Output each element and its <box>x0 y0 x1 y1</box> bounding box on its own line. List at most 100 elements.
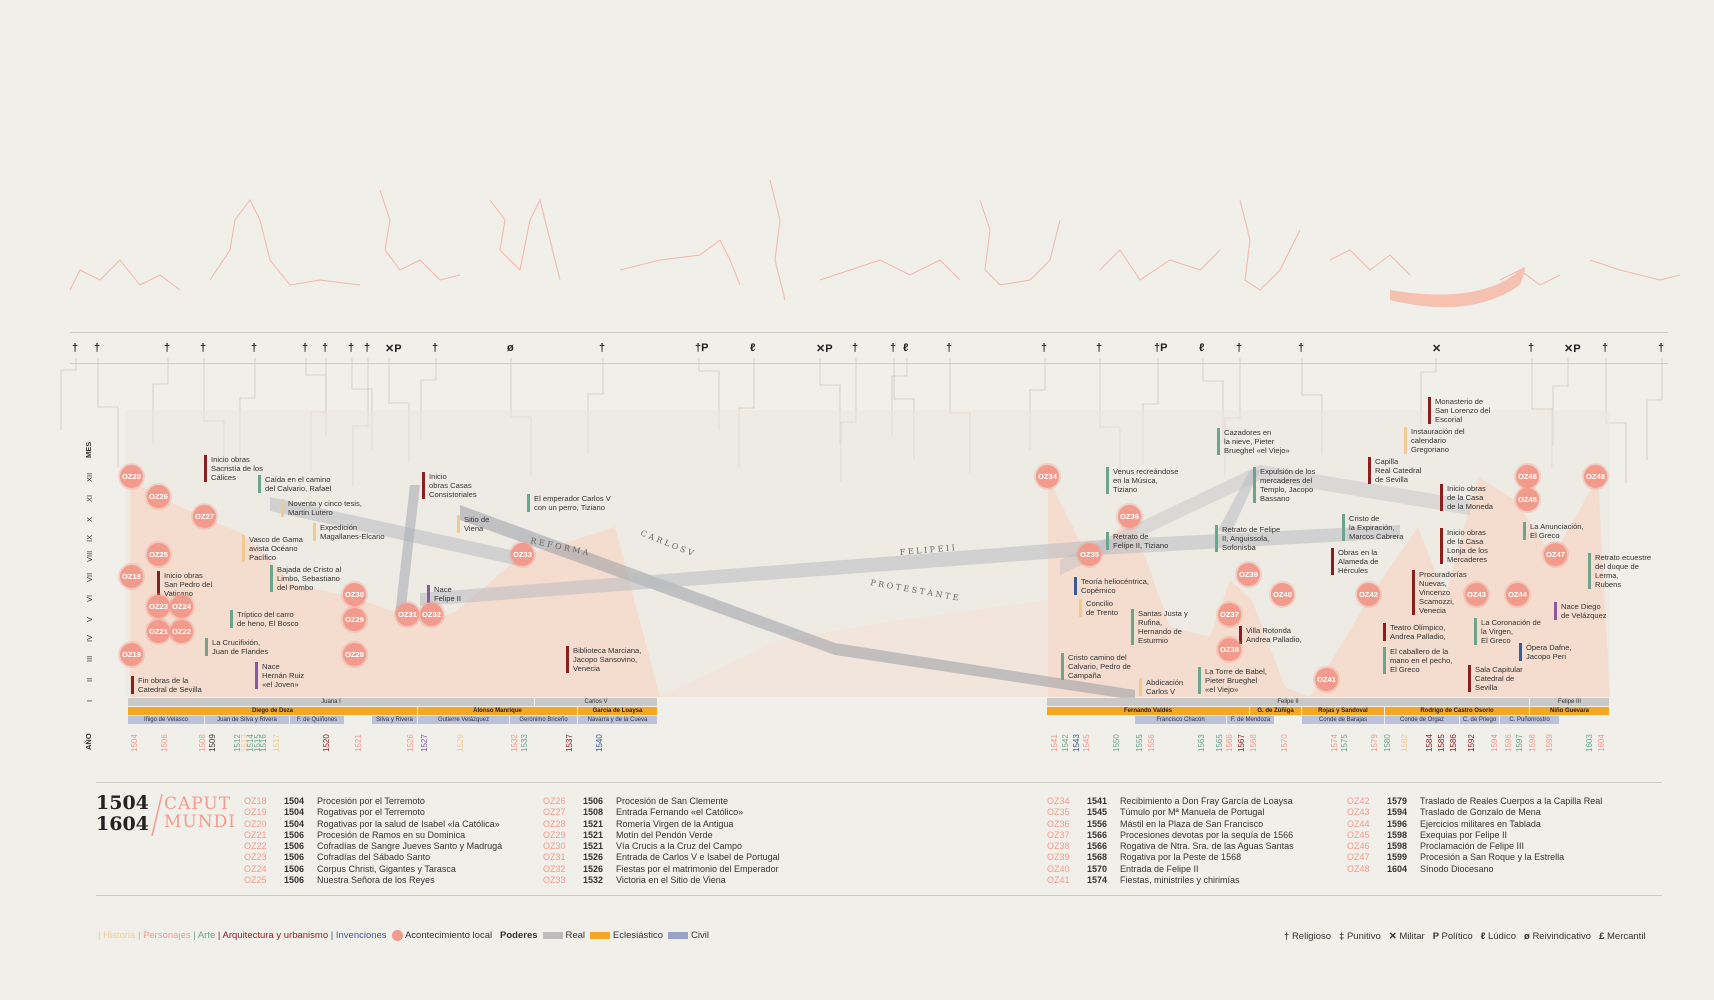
legend-code: OZ33 <box>543 875 566 886</box>
legend-year: 1526 <box>583 863 604 874</box>
legend-text: Rogativa de Ntra. Sra. de las Aguas Sant… <box>1120 841 1294 852</box>
symbol-legend-item: † Religioso <box>1284 931 1332 942</box>
event-symbol: † <box>1528 342 1535 354</box>
oz-marker: OZ24 <box>170 595 193 618</box>
legend-year: 1566 <box>1087 829 1108 840</box>
legend-year: 1574 <box>1087 875 1108 886</box>
annotation-category-bar <box>527 494 530 512</box>
annotation-category-bar <box>1554 602 1557 620</box>
event-symbol: † <box>322 342 329 354</box>
title-caput: CAPUT <box>164 794 232 814</box>
annotation-category-bar <box>205 638 208 656</box>
legend-code: OZ25 <box>244 875 267 886</box>
event-symbol: † <box>1602 342 1609 354</box>
legend-code: OZ41 <box>1047 875 1070 886</box>
year-label: 1570 <box>1280 734 1289 752</box>
year-label: 1563 <box>1197 734 1206 752</box>
event-symbol: † <box>72 342 79 354</box>
event-symbol: ✕P <box>816 343 833 355</box>
annotation-category-bar <box>1198 667 1201 694</box>
annotation-category-bar <box>1519 643 1522 661</box>
oz-marker: OZ31 <box>396 603 419 626</box>
legend-year: 1604 <box>1387 863 1408 874</box>
legend-invenciones: Invenciones <box>335 930 387 942</box>
annotation: Teatro Olímpico,Andrea Palladio, <box>1383 623 1446 641</box>
legend-year: 1508 <box>583 807 604 818</box>
event-symbol: †P <box>695 342 709 354</box>
legend-text: Procesión a San Roque y la Estrella <box>1420 852 1565 863</box>
oz-marker: OZ48 <box>1584 465 1607 488</box>
event-symbol: † <box>890 342 897 354</box>
legend-text: Cofradías del Sábado Santo <box>317 852 431 863</box>
year-label: 1540 <box>595 734 604 752</box>
annotation-category-bar <box>1131 609 1134 645</box>
real-power-bar: Juana I <box>128 698 534 706</box>
year-label: 1579 <box>1370 734 1379 752</box>
legend-code: OZ46 <box>1347 841 1370 852</box>
annotation-category-bar <box>313 523 316 541</box>
oz-marker: OZ28 <box>343 643 366 666</box>
connector-line <box>698 358 720 431</box>
symbol-rule <box>70 363 1668 364</box>
legend-year: 1504 <box>284 796 305 806</box>
legend-code: OZ34 <box>1047 796 1070 806</box>
ecclesiastical-power-bar: Diego de Deza <box>128 707 417 715</box>
annotation-category-bar <box>422 472 425 499</box>
top-rule <box>70 332 1668 333</box>
oz-marker: OZ23 <box>147 595 170 618</box>
year-label: 1568 <box>1249 734 1258 752</box>
legend-code: OZ18 <box>244 796 267 806</box>
map-sketches <box>69 179 1680 308</box>
event-symbol: † <box>364 342 371 354</box>
oz-marker: OZ41 <box>1315 668 1338 691</box>
annotation: Biblioteca Marciana,Jacopo Sansovino,Ven… <box>566 646 641 673</box>
annotation: Ópera Dafne,Jacopo Peri <box>1519 643 1572 661</box>
annotation-category-bar <box>1106 467 1109 494</box>
year-label: 1533 <box>520 734 529 752</box>
legend-text: Mástil en la Plaza de San Francisco <box>1120 818 1264 829</box>
year-label: 1585 <box>1437 734 1446 752</box>
legend-code: OZ30 <box>543 841 566 852</box>
annotation-category-bar <box>1106 532 1109 550</box>
symbol-legend-item: ø Reivindicativo <box>1523 931 1592 942</box>
civil-power-bar: Juan de Silva y Rivera <box>205 716 289 724</box>
connector-line <box>891 358 908 436</box>
ecclesiastical-power-bar: Alonso Manrique <box>418 707 577 715</box>
year-label: 1541 <box>1050 734 1059 752</box>
event-symbol: † <box>432 342 439 354</box>
legend-code: OZ48 <box>1347 863 1370 874</box>
year-label: 1529 <box>456 734 465 752</box>
year-label: 1543 <box>1072 734 1081 752</box>
civil-power-bar: Íñigo de Velasco <box>128 716 204 724</box>
year-label: 1556 <box>1147 734 1156 752</box>
legend-year: 1598 <box>1387 841 1408 852</box>
oz-marker: OZ29 <box>343 608 366 631</box>
legend-local-dot <box>391 930 403 941</box>
annotation-category-bar <box>1139 678 1142 696</box>
legend-year: 1556 <box>1087 818 1108 829</box>
oz-marker: OZ33 <box>511 543 534 566</box>
legend-text: Rogativas por el Terremoto <box>317 807 425 818</box>
legend-text: Traslado de Gonzalo de Mena <box>1420 807 1541 818</box>
symbol-legend-item: ✕ Militar <box>1388 931 1425 942</box>
legend-text: Traslado de Reales Cuerpos a la Capilla … <box>1420 796 1603 806</box>
